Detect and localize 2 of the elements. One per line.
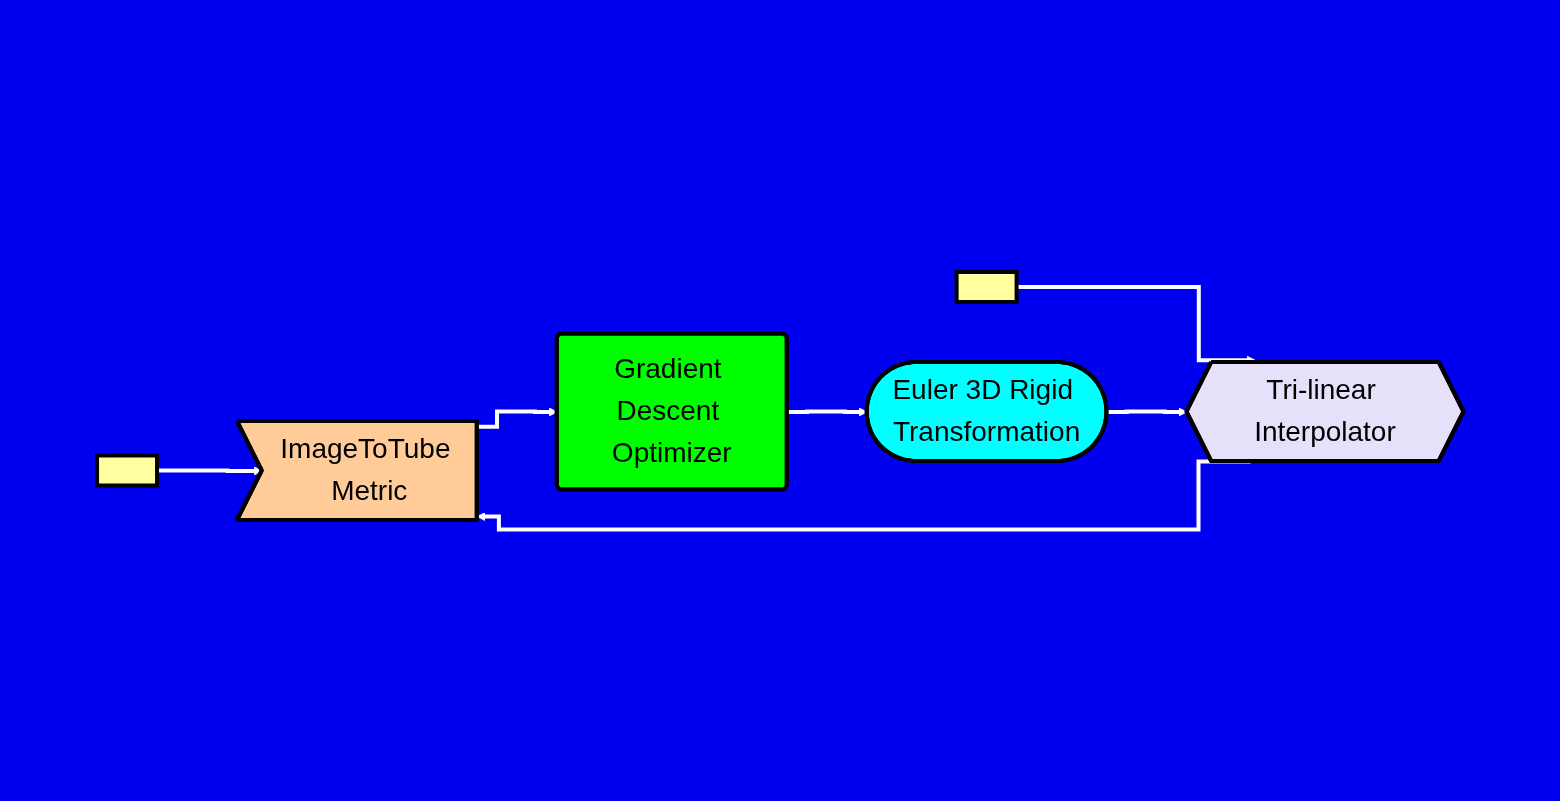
node-box bbox=[94, 453, 159, 488]
node-box bbox=[954, 269, 1019, 304]
